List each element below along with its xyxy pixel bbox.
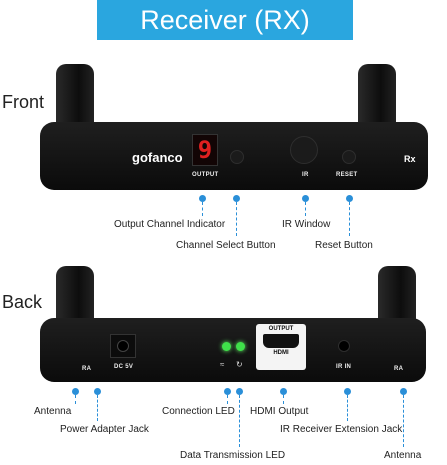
callout-reset-button: Reset Button [315,240,373,251]
ir-in-jack[interactable] [338,340,350,352]
callout-dot-channel-select [233,195,240,202]
back-panel: RA DC 5V ≈ ↻ OUTPUT HDMI IR IN RA [40,318,426,382]
channel-select-button[interactable] [230,150,244,164]
output-label: OUTPUT [192,172,219,178]
callout-line-ir-window [305,202,308,216]
callout-line-connection-led [227,395,230,404]
callout-antenna-left: Antenna [34,406,72,417]
data-transmission-led [236,342,245,351]
callout-dot-data-led [236,388,243,395]
ra-label-right: RA [394,366,404,372]
callout-hdmi-output: HDMI Output [250,406,309,417]
callout-dot-hdmi [280,388,287,395]
callout-line-channel-select [236,202,239,236]
dc-jack[interactable] [110,334,136,358]
callout-line-power-jack [97,395,100,421]
callout-line-hdmi [283,395,286,404]
callout-line-data-led [239,395,242,447]
callout-dot-ir-window [302,195,309,202]
callout-line-output-channel [202,202,205,216]
callout-data-transmission-led: Data Transmission LED [180,450,286,461]
ir-in-label: IR IN [336,364,352,370]
callout-ir-window: IR Window [282,219,331,230]
callout-dot-ir-in [344,388,351,395]
model-label: Rx [404,154,416,164]
connection-led [222,342,231,351]
callout-dot-antenna-left [72,388,79,395]
dc-label: DC 5V [114,364,134,370]
callout-dot-power-jack [94,388,101,395]
brand-logo: gofanco [132,150,183,165]
callout-antenna-right: Antenna [384,450,422,461]
channel-display: 9 [192,134,218,166]
hdmi-port[interactable] [263,334,299,348]
callout-dot-reset [346,195,353,202]
hdmi-label: HDMI [273,350,289,356]
callout-dot-antenna-right [400,388,407,395]
callout-ir-receiver-extension-jack: IR Receiver Extension Jack [280,424,403,435]
callout-channel-select-button: Channel Select Button [176,240,276,251]
callout-connection-led: Connection LED [162,406,235,417]
callout-line-ir-in [347,395,350,421]
wifi-icon: ≈ [220,360,225,369]
callout-line-antenna-right [403,395,406,447]
callout-power-adapter-jack: Power Adapter Jack [60,424,149,435]
callout-dot-output-channel [199,195,206,202]
ir-window [290,136,318,164]
transfer-icon: ↻ [236,360,243,369]
title-banner: Receiver (RX) [97,0,353,40]
back-label: Back [2,292,43,312]
banner-title: Receiver (RX) [140,5,310,35]
callout-dot-connection-led [224,388,231,395]
hdmi-output-label: OUTPUT [268,326,294,332]
callout-line-reset [349,202,352,236]
hdmi-port-housing: OUTPUT HDMI [256,324,306,370]
front-panel: gofanco 9 OUTPUT IR RESET Rx [40,122,428,190]
callout-output-channel-indicator: Output Channel Indicator [114,219,226,230]
front-label: Front [2,92,45,112]
callout-line-antenna-left [75,395,78,404]
ra-label-left: RA [82,366,92,372]
reset-button[interactable] [342,150,356,164]
reset-label: RESET [336,172,358,178]
channel-digit: 9 [197,136,213,164]
ir-label: IR [302,172,309,178]
